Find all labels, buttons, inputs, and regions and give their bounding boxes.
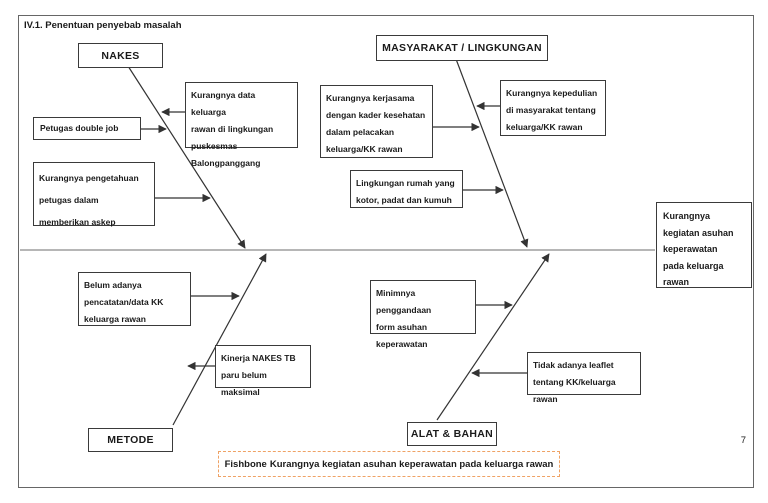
cause-box-kinerja-nakes-tb: Kinerja NAKES TB paru belum maksimal (215, 345, 311, 397)
cause-box-data-keluarga: Kurangnya data keluarga rawan di lingkun… (185, 82, 298, 168)
category-box-metode: METODE (88, 428, 173, 452)
cause-box-leaflet-kk: Tidak adanya leaflet tentang KK/keluarga… (527, 352, 641, 404)
caption-text: Kurangnya kegiatan asuhan keperawatan pa… (269, 458, 554, 470)
cause-box-penggandaan-form: Minimnya penggandaan form asuhan keperaw… (370, 280, 476, 349)
page-number: 7 (740, 435, 746, 446)
category-box-masyarakat-lingkungan: MASYARAKAT / LINGKUNGAN (376, 35, 548, 61)
caption-prefix: Fishbone (224, 458, 267, 470)
category-label-alat-bahan: ALAT & BAHAN (410, 428, 494, 440)
cause-box-lingkungan-rumah: Lingkungan rumah yang kotor, padat dan k… (350, 170, 463, 208)
page-title: IV.1. Penentuan penyebab masalah (24, 20, 182, 31)
category-box-alat-bahan: ALAT & BAHAN (407, 422, 497, 446)
category-label-nakes: NAKES (101, 49, 140, 62)
effect-box: Kurangnya kegiatan asuhan keperawatan pa… (656, 202, 752, 288)
category-label-metode: METODE (107, 434, 154, 446)
cause-box-pengetahuan-petugas: Kurangnya pengetahuan petugas dalam memb… (33, 162, 155, 227)
category-box-nakes: NAKES (78, 43, 163, 68)
caption-box: Fishbone Kurangnya kegiatan asuhan keper… (218, 451, 560, 477)
cause-box-petugas-double-job: Petugas double job (33, 117, 141, 140)
cause-box-kepedulian-masyarakat: Kurangnya kepedulian di masyarakat tenta… (500, 80, 606, 136)
cause-box-pencatatan-kk: Belum adanya pencatatan/data KK keluarga… (78, 272, 191, 326)
category-label-masyarakat-lingkungan: MASYARAKAT / LINGKUNGAN (382, 42, 542, 54)
cause-box-kerjasama-kader: Kurangnya kerjasama dengan kader kesehat… (320, 85, 433, 158)
